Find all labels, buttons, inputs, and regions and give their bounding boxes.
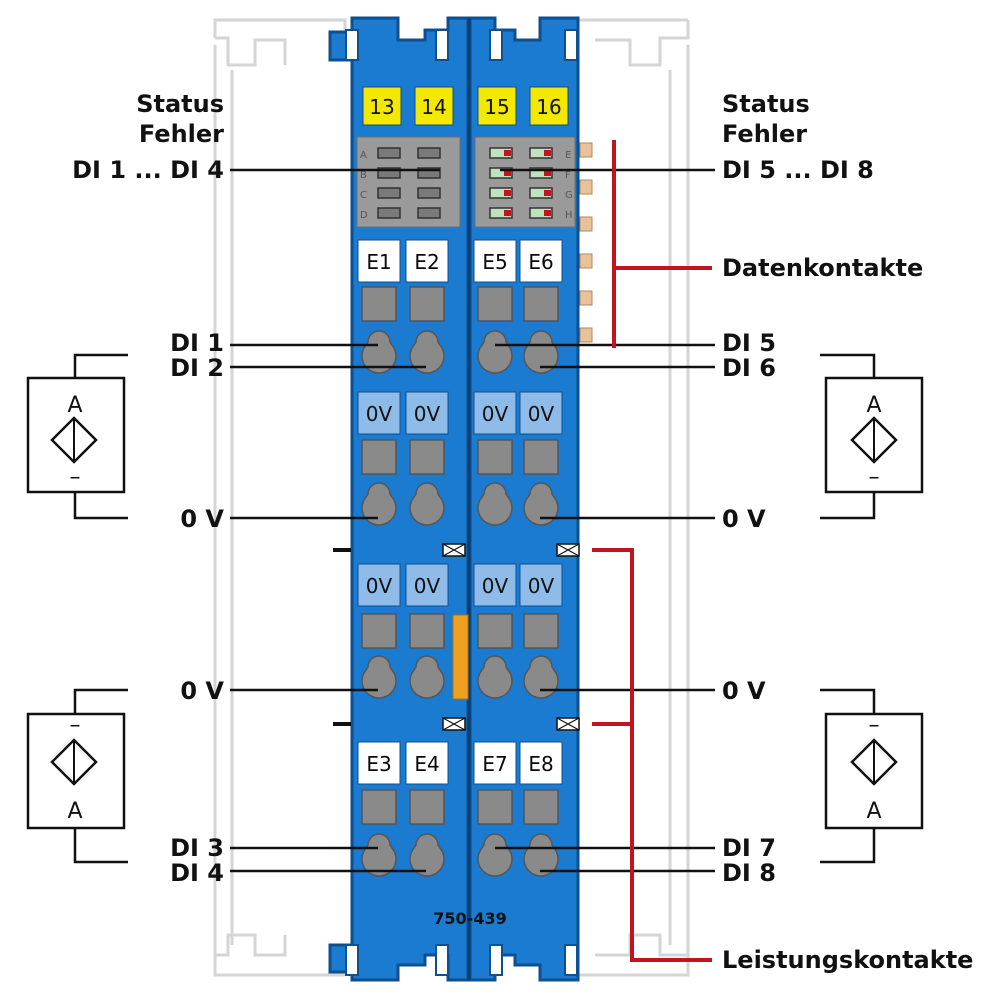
sensor-label-minus: –: [869, 713, 880, 738]
sensor-label-a: A: [866, 393, 881, 418]
tag-e6: E6: [528, 250, 553, 274]
label-di2: DI 2: [170, 354, 224, 382]
led-letter-f: F: [565, 170, 571, 181]
clamp-row-2: [361, 439, 559, 526]
left-status-label: Status: [136, 90, 224, 118]
tag-0v-8: 0V: [528, 574, 555, 598]
terminal-number-15: 15: [484, 95, 509, 119]
tag-0v-2: 0V: [414, 402, 441, 426]
tag-e3: E3: [366, 752, 391, 776]
tag-e8: E8: [528, 752, 553, 776]
led-letter-b: B: [360, 170, 367, 181]
data-contact-pads: [579, 142, 593, 343]
tag-0v-4: 0V: [528, 402, 555, 426]
tag-0v-5: 0V: [366, 574, 393, 598]
label-di8: DI 8: [722, 859, 776, 887]
datenkontakte-label: Datenkontakte: [722, 254, 923, 282]
power-contacts-bracket: [592, 548, 712, 962]
right-di-range-label: DI 5 ... DI 8: [722, 156, 874, 184]
label-0v-left-bottom: 0 V: [180, 677, 224, 705]
led-letter-h: H: [565, 210, 573, 221]
tag-e2: E2: [414, 250, 439, 274]
tag-0v-7: 0V: [482, 574, 509, 598]
sensor-symbol-right-top: A –: [820, 353, 924, 520]
power-jumper-orange: [452, 614, 469, 700]
led-letter-g: G: [565, 190, 573, 201]
label-di3: DI 3: [170, 834, 224, 862]
data-contacts-bracket: [612, 140, 712, 348]
row4-tags: E3 E4 E7 E8: [357, 741, 563, 785]
number-tags: 13 14 15 16: [362, 86, 569, 126]
label-di1: DI 1: [170, 329, 224, 357]
tag-e4: E4: [414, 752, 439, 776]
clamp-row-3: [361, 613, 559, 699]
sensor-symbol-left-bottom: – A: [26, 688, 128, 864]
label-di4: DI 4: [170, 859, 224, 887]
sensor-label-minus: –: [869, 465, 880, 490]
label-di7: DI 7: [722, 834, 776, 862]
right-status-label: Status: [722, 90, 810, 118]
label-di5: DI 5: [722, 329, 776, 357]
led-panel-right: E F G H: [474, 136, 576, 228]
label-0v-left-top: 0 V: [180, 505, 224, 533]
label-di6: DI 6: [722, 354, 776, 382]
led-letter-a: A: [360, 150, 367, 161]
sensor-symbol-left-top: A –: [26, 353, 128, 520]
tag-0v-1: 0V: [366, 402, 393, 426]
sensor-label-a: A: [67, 393, 82, 418]
power-contact-markers: [333, 543, 580, 731]
right-labels: Status Fehler DI 5 ... DI 8 Datenkontakt…: [722, 90, 973, 974]
led-letter-c: C: [360, 190, 367, 201]
sensor-symbol-right-bottom: – A: [820, 688, 924, 864]
din-rail-outline: [213, 18, 690, 977]
terminal-number-13: 13: [369, 95, 394, 119]
row1-tags: E1 E2 E5 E6: [357, 239, 563, 283]
terminal-number-16: 16: [536, 95, 561, 119]
clamp-row-4: [361, 789, 559, 877]
row2-tags: 0V 0V 0V 0V: [357, 391, 563, 435]
label-0v-right-bottom: 0 V: [722, 677, 766, 705]
left-labels: Status Fehler DI 1 ... DI 4 DI 1 DI 2 0 …: [72, 90, 224, 887]
sensor-label-minus: –: [70, 465, 81, 490]
tag-0v-6: 0V: [414, 574, 441, 598]
left-fehler-label: Fehler: [139, 120, 224, 148]
sensor-label-a: A: [67, 799, 82, 824]
leader-lines: [230, 168, 715, 873]
led-letter-e: E: [565, 150, 571, 161]
tag-e7: E7: [482, 752, 507, 776]
clamp-row-1: [361, 286, 559, 374]
tag-e1: E1: [366, 250, 391, 274]
label-0v-right-top: 0 V: [722, 505, 766, 533]
sensor-label-minus: –: [70, 713, 81, 738]
model-number: 750-439: [433, 909, 506, 928]
tag-0v-3: 0V: [482, 402, 509, 426]
tag-e5: E5: [482, 250, 507, 274]
terminal-number-14: 14: [421, 95, 446, 119]
led-letter-d: D: [360, 210, 368, 221]
sensor-label-a: A: [866, 799, 881, 824]
right-fehler-label: Fehler: [722, 120, 807, 148]
leistungskontakte-label: Leistungskontakte: [722, 946, 973, 974]
left-di-range-label: DI 1 ... DI 4: [72, 156, 224, 184]
row3-tags: 0V 0V 0V 0V: [357, 563, 563, 607]
led-panel-left: A B C D: [356, 136, 461, 228]
